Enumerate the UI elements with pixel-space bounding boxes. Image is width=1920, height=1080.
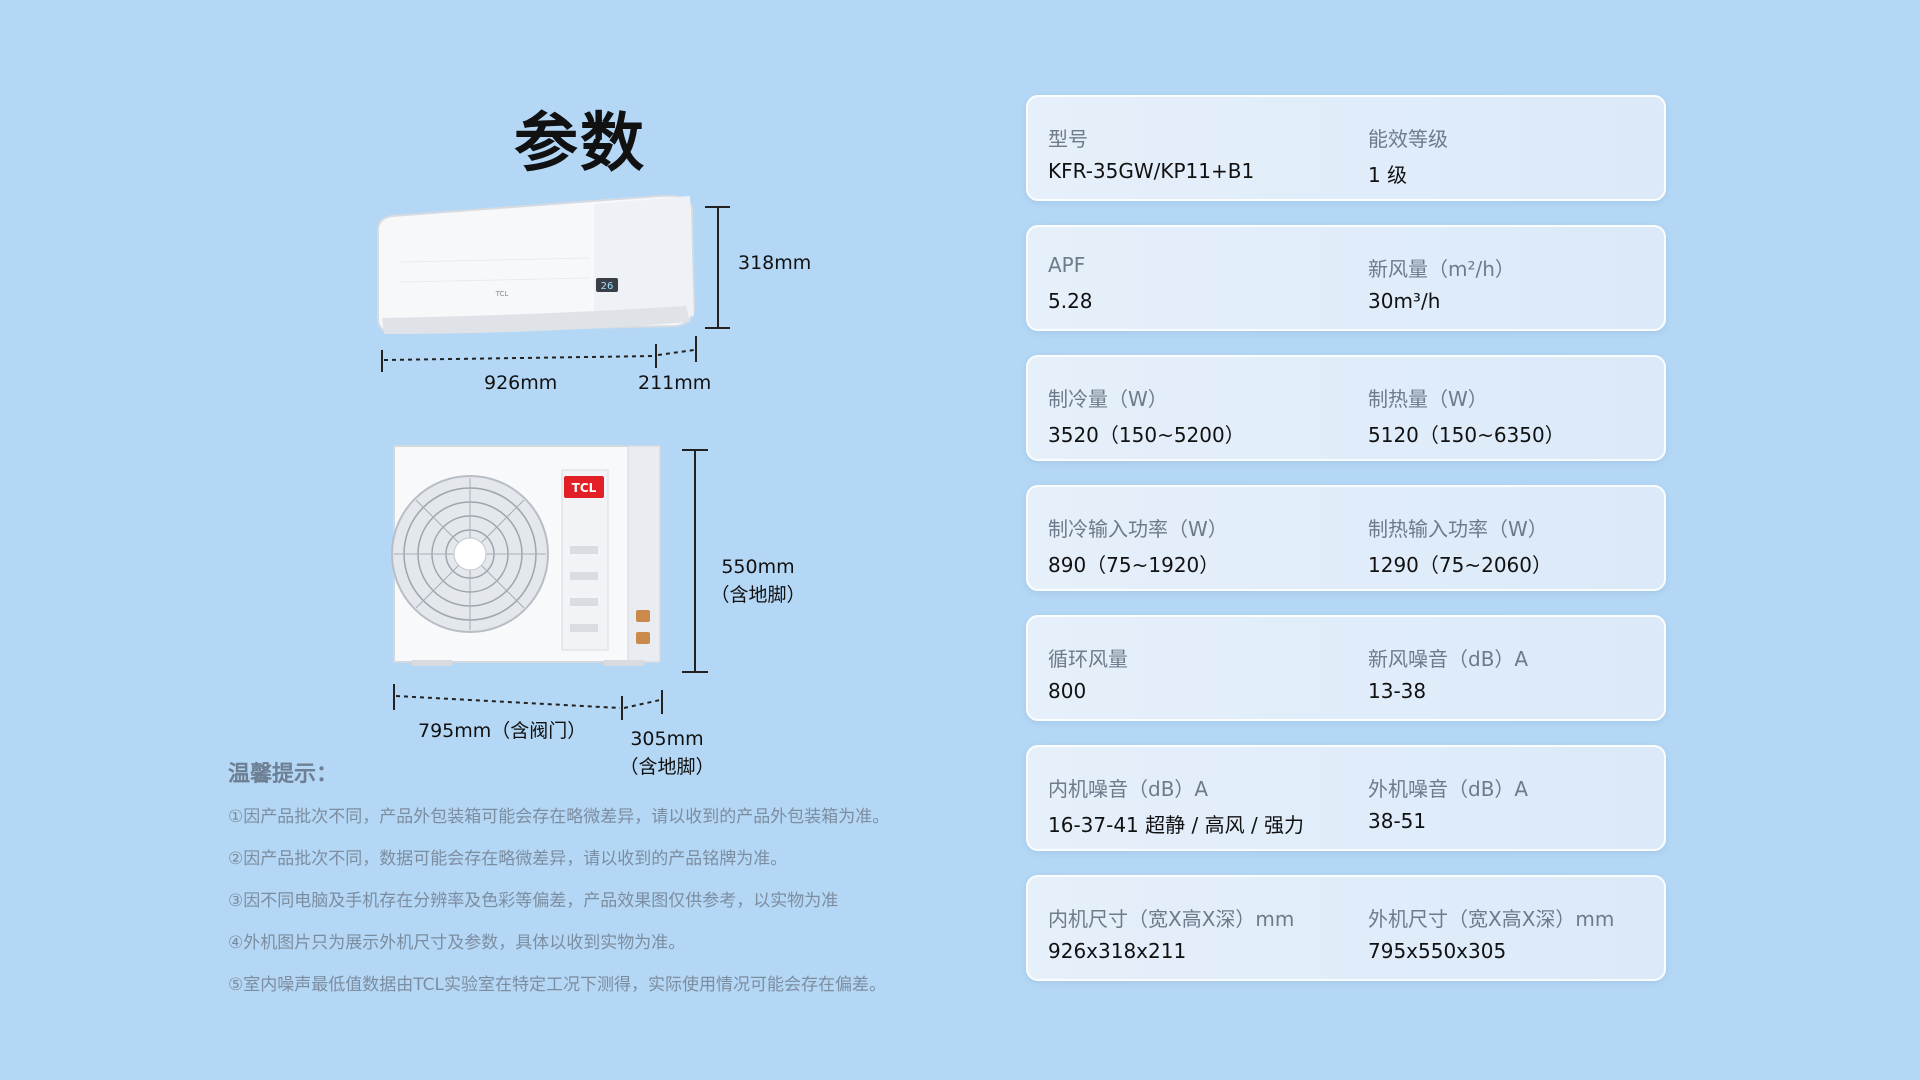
spec-value: 5.28 bbox=[1048, 289, 1093, 313]
spec-value: 890（75~1920） bbox=[1048, 553, 1220, 577]
spec-value: 16-37-41 超静 / 高风 / 强力 bbox=[1048, 813, 1305, 837]
spec-label: 内机噪音（dB）A bbox=[1048, 777, 1209, 801]
indoor-height-label: 318mm bbox=[738, 252, 812, 274]
spec-cell: 型号 KFR-35GW/KP11+B1 bbox=[1048, 97, 1348, 199]
spec-label: 外机尺寸（宽X高X深）mm bbox=[1368, 907, 1615, 931]
spec-cell: APF 5.28 bbox=[1048, 227, 1348, 329]
spec-cell: 外机尺寸（宽X高X深）mm 795x550x305 bbox=[1368, 877, 1658, 979]
spec-card-apf: APF 5.28 新风量（m²/h） 30m³/h bbox=[1026, 225, 1666, 331]
spec-value: 5120（150~6350） bbox=[1368, 423, 1565, 447]
spec-value: 3520（150~5200） bbox=[1048, 423, 1245, 447]
spec-value: 13-38 bbox=[1368, 679, 1427, 703]
spec-cell: 制热输入功率（W） 1290（75~2060） bbox=[1368, 487, 1658, 589]
indoor-depth-label: 211mm bbox=[638, 372, 712, 394]
spec-card-power: 制冷输入功率（W） 890（75~1920） 制热输入功率（W） 1290（75… bbox=[1026, 485, 1666, 591]
spec-cell: 内机噪音（dB）A 16-37-41 超静 / 高风 / 强力 bbox=[1048, 747, 1348, 849]
spec-cell: 新风噪音（dB）A 13-38 bbox=[1368, 617, 1658, 719]
spec-cell: 制冷量（W） 3520（150~5200） bbox=[1048, 357, 1348, 459]
spec-value: KFR-35GW/KP11+B1 bbox=[1048, 159, 1255, 183]
outdoor-depth-note: （含地脚） bbox=[619, 756, 715, 778]
spec-value: 795x550x305 bbox=[1368, 939, 1507, 963]
spec-label: 型号 bbox=[1048, 127, 1088, 151]
spec-label: 内机尺寸（宽X高X深）mm bbox=[1048, 907, 1295, 931]
spec-label: 能效等级 bbox=[1368, 127, 1448, 151]
spec-label: APF bbox=[1048, 253, 1086, 277]
spec-card-capacity: 制冷量（W） 3520（150~5200） 制热量（W） 5120（150~63… bbox=[1026, 355, 1666, 461]
spec-label: 新风噪音（dB）A bbox=[1368, 647, 1529, 671]
outdoor-height-note: （含地脚） bbox=[710, 584, 806, 606]
spec-label: 外机噪音（dB）A bbox=[1368, 777, 1529, 801]
spec-list: 型号 KFR-35GW/KP11+B1 能效等级 1 级 APF 5.28 新风… bbox=[1026, 95, 1668, 1005]
notes-title: 温馨提示： bbox=[228, 762, 339, 787]
spec-cell: 制热量（W） 5120（150~6350） bbox=[1368, 357, 1658, 459]
spec-card-noise: 内机噪音（dB）A 16-37-41 超静 / 高风 / 强力 外机噪音（dB）… bbox=[1026, 745, 1666, 851]
spec-cell: 能效等级 1 级 bbox=[1368, 97, 1658, 199]
indoor-panel-logo: TCL bbox=[495, 290, 509, 298]
spec-cell: 制冷输入功率（W） 890（75~1920） bbox=[1048, 487, 1348, 589]
notes-list: ①因产品批次不同，产品外包装箱可能会存在略微差异，请以收到的产品外包装箱为准。 … bbox=[228, 800, 988, 1010]
spec-label: 制冷量（W） bbox=[1048, 387, 1168, 411]
spec-value: 1290（75~2060） bbox=[1368, 553, 1553, 577]
spec-cell: 新风量（m²/h） 30m³/h bbox=[1368, 227, 1658, 329]
note-item: ③因不同电脑及手机存在分辨率及色彩等偏差，产品效果图仅供参考，以实物为准 bbox=[228, 891, 839, 911]
spec-card-airflow: 循环风量 800 新风噪音（dB）A 13-38 bbox=[1026, 615, 1666, 721]
spec-card-dimensions: 内机尺寸（宽X高X深）mm 926x318x211 外机尺寸（宽X高X深）mm … bbox=[1026, 875, 1666, 981]
spec-value: 38-51 bbox=[1368, 809, 1427, 833]
spec-label: 制热量（W） bbox=[1368, 387, 1488, 411]
spec-value: 1 级 bbox=[1368, 163, 1408, 187]
page-title: 参数 bbox=[514, 107, 646, 181]
spec-cell: 内机尺寸（宽X高X深）mm 926x318x211 bbox=[1048, 877, 1348, 979]
spec-value: 30m³/h bbox=[1368, 289, 1441, 313]
spec-card-model: 型号 KFR-35GW/KP11+B1 能效等级 1 级 bbox=[1026, 95, 1666, 201]
spec-cell: 循环风量 800 bbox=[1048, 617, 1348, 719]
note-item: ②因产品批次不同，数据可能会存在略微差异，请以收到的产品铭牌为准。 bbox=[228, 849, 788, 869]
indoor-width-label: 926mm bbox=[484, 372, 558, 394]
spec-label: 循环风量 bbox=[1048, 647, 1128, 671]
outdoor-depth-label: 305mm bbox=[630, 728, 704, 750]
indoor-display-text: 26 bbox=[601, 281, 614, 292]
spec-label: 制热输入功率（W） bbox=[1368, 517, 1548, 541]
outdoor-brand-logo: TCL bbox=[572, 481, 597, 495]
note-item: ④外机图片只为展示外机尺寸及参数，具体以收到实物为准。 bbox=[228, 933, 686, 953]
spec-cell: 外机噪音（dB）A 38-51 bbox=[1368, 747, 1658, 849]
outdoor-width-label: 795mm（含阀门） bbox=[418, 720, 587, 742]
note-item: ⑤室内噪声最低值数据由TCL实验室在特定工况下测得，实际使用情况可能会存在偏差。 bbox=[228, 975, 886, 995]
spec-value: 800 bbox=[1048, 679, 1087, 703]
note-item: ①因产品批次不同，产品外包装箱可能会存在略微差异，请以收到的产品外包装箱为准。 bbox=[228, 807, 890, 827]
spec-value: 926x318x211 bbox=[1048, 939, 1187, 963]
outdoor-height-label: 550mm bbox=[721, 556, 795, 578]
spec-label: 制冷输入功率（W） bbox=[1048, 517, 1228, 541]
spec-label: 新风量（m²/h） bbox=[1368, 257, 1515, 281]
